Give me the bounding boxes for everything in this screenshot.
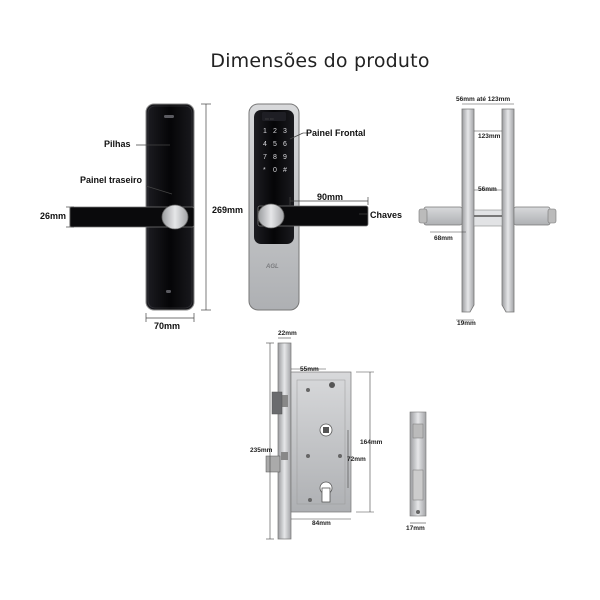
dimension-lines-left [66,103,369,322]
side-view [418,108,557,313]
mortise-body [265,342,352,540]
keypad-key: # [283,167,287,174]
keypad-key: 1 [263,128,267,135]
label-total-length: 235mm [250,447,273,454]
mortise-side [409,411,427,517]
back-panel [69,103,195,311]
dimension-lines-side [430,103,514,321]
keypad-key: 4 [263,141,267,148]
label-max-thickness: 123mm [478,133,501,140]
svg-text:▭ ▭: ▭ ▭ [265,116,274,121]
label-handle-height: 26mm [40,211,67,221]
latch-bolt [281,395,288,407]
label-chaves: Chaves [370,210,403,220]
screw-top [164,115,174,118]
label-thickness-range: 56mm até 123mm [456,96,511,103]
label-depth: 19mm [457,320,476,327]
keypad-key: 0 [273,167,277,174]
keypad-key: 3 [283,128,287,135]
label-min-thickness: 56mm [478,186,497,193]
label-body-height: 164mm [360,439,383,446]
keypad-key: 2 [273,128,277,135]
label-painel-traseiro: Painel traseiro [80,175,143,185]
label-total-height: 269mm [212,205,244,215]
keypad-key: 7 [263,154,267,161]
keypad-key: 8 [273,154,277,161]
label-painel-frontal: Painel Frontal [306,128,366,138]
page-title: Dimensões do produto [210,50,430,72]
keypad-key: 9 [283,154,287,161]
label-spindle: 68mm [434,235,453,242]
dead-bolt [281,452,288,460]
fingerprint-sensor [262,112,286,121]
keypad-key: 6 [283,141,287,148]
label-width: 70mm [154,321,181,331]
label-side-depth: 17mm [406,525,425,532]
back-rosette [161,204,189,230]
dimension-lines-mortise [266,337,426,540]
keypad-key: * [263,167,266,174]
brand-logo: AGL [265,264,279,270]
label-backset: 55mm [300,366,319,373]
label-body-width: 84mm [312,520,331,527]
label-faceplate-width: 22mm [278,330,297,337]
label-pilhas: Pilhas [104,139,131,149]
front-rosette [257,203,285,229]
label-center-distance: 72mm [347,456,366,463]
keypad-key: 5 [273,141,277,148]
label-handle-length: 90mm [317,192,344,202]
screw-bottom [166,290,171,293]
